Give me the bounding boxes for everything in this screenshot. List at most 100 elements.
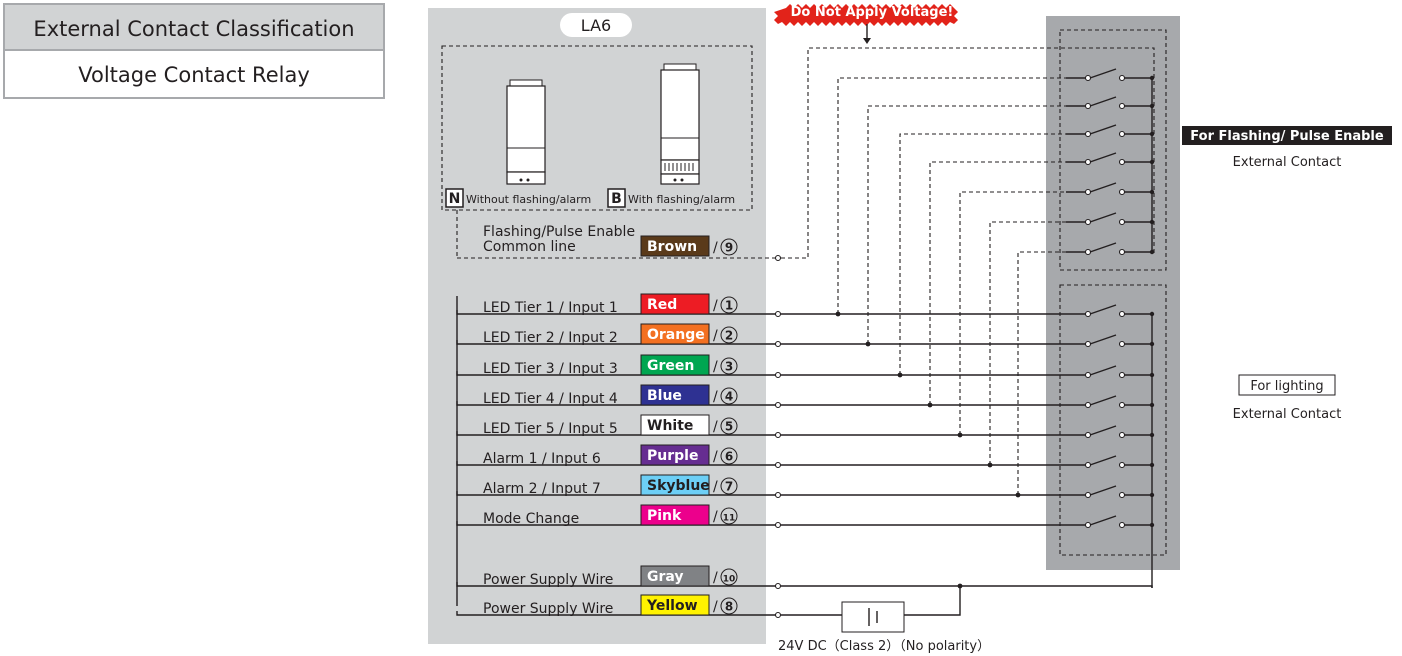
wire-terminal-7: [774, 491, 782, 499]
wire-number: 2: [725, 329, 733, 343]
wire-color-name: White: [647, 418, 693, 434]
flash-feeder-2: [867, 105, 1066, 344]
wire-terminal-1: [774, 310, 782, 318]
flash-contact-box: [1059, 29, 1167, 271]
variant-b-code: B: [611, 191, 622, 207]
variant-b-label: With flashing/alarm: [628, 193, 735, 206]
lighting-contact-title-box: [1238, 374, 1336, 396]
gray-to-bus: [781, 585, 1153, 588]
wire-number: 3: [725, 360, 733, 374]
light-switch-8: [1066, 515, 1155, 529]
common-line-label-2: Common line: [483, 239, 576, 255]
flash-switch-4: [1066, 152, 1155, 166]
wire-number-circle: [720, 326, 738, 344]
wire-number: 4: [725, 390, 733, 404]
wire-label: LED Tier 4 / Input 4: [483, 391, 618, 407]
wire-number-separator: /: [713, 599, 718, 615]
wire-color-swatch: [640, 594, 710, 616]
wire-color-tag: Orange/2: [640, 323, 738, 345]
device-name: LA6: [581, 16, 611, 35]
light-switch-1: [1066, 304, 1155, 318]
wire-number: 6: [725, 450, 733, 464]
wire-color-swatch: [640, 444, 710, 466]
gray-to-battery: [877, 586, 961, 616]
wire-color-tag: Green / 3: [640, 354, 738, 376]
classification-table: External Contact Classification Voltage …: [3, 3, 385, 99]
variant-box: [441, 45, 753, 211]
wire-color-swatch: [640, 235, 710, 257]
classification-value-cell: [3, 49, 385, 99]
warning-arrowhead: [863, 38, 871, 44]
wire-number-separator: /: [713, 449, 718, 465]
wire-color-name: Skyblue: [647, 478, 710, 494]
power-supply-label: 24V DC（Class 2）（No polarity）: [778, 639, 990, 654]
wire-number-circle: [720, 238, 738, 256]
wire-number-circle: [720, 417, 738, 435]
wire-number-circle: [720, 597, 738, 615]
junction-6: [987, 462, 993, 468]
light-switch-3: [1066, 365, 1155, 379]
flash-switch-5: [1066, 182, 1155, 196]
wire-number-separator: /: [713, 359, 718, 375]
wire-color-swatch: [640, 414, 710, 436]
wire-label: Mode Change: [483, 511, 579, 527]
wire-number-circle: [720, 357, 738, 375]
flash-feeder-1: [837, 77, 1066, 314]
warning-text: Do Not Apply Voltage!: [791, 5, 954, 20]
wire-color-tag: Pink / 11: [640, 504, 738, 526]
wire-number-circle: [720, 387, 738, 405]
variant-b-code-box: [607, 188, 626, 208]
power-wire-label: Power Supply Wire: [483, 572, 613, 588]
power-wire-label: Power Supply Wire: [483, 601, 613, 617]
wire-number-circle: [720, 296, 738, 314]
classification-header-cell: [3, 3, 385, 51]
flash-feeder-5: [959, 191, 1066, 435]
junction-1: [835, 311, 841, 317]
flash-feeder-4: [929, 161, 1066, 405]
common-wire-terminal: [774, 254, 782, 262]
wire-number-separator: /: [713, 328, 718, 344]
wire-label: LED Tier 2 / Input 2: [483, 330, 618, 346]
tower-light-with-flashing: [660, 63, 700, 185]
wire-color-name: Blue: [647, 388, 682, 404]
wire-number: 11: [723, 514, 736, 524]
wire-color-name: Purple: [647, 448, 698, 464]
flash-contact-title: For Flashing/ Pulse Enable: [1190, 129, 1384, 144]
power-terminal-2: [774, 611, 782, 619]
wire-number-separator: /: [713, 509, 718, 525]
wire-color-swatch: [640, 474, 710, 496]
wire-color-name: Green: [647, 358, 694, 374]
wire-color-tag: Skyblue/7: [640, 474, 738, 496]
wire-number-separator: /: [713, 570, 718, 586]
flash-contact-subtitle: External Contact: [1233, 155, 1342, 170]
wire-number-separator: /: [713, 298, 718, 314]
wire-color-tag: Yellow/8: [640, 594, 738, 616]
light-switch-2: [1066, 334, 1155, 348]
flash-feeder-6: [989, 221, 1066, 465]
device-panel: [428, 8, 766, 644]
wire-label: LED Tier 5 / Input 5: [483, 421, 618, 437]
common-line-label-1: Flashing/Pulse Enable: [483, 224, 635, 240]
wire-color-name: Pink: [647, 508, 682, 524]
wire-number: 1: [725, 299, 733, 313]
wire-terminal-2: [774, 340, 782, 348]
flash-switch-1: [1066, 68, 1155, 82]
variant-n-code-box: [445, 188, 464, 208]
variant-n-code: N: [449, 191, 461, 207]
wire-terminal-4: [774, 401, 782, 409]
wire-color-swatch: [640, 323, 710, 345]
junction-4: [927, 402, 933, 408]
tower-light-without-flashing: [506, 79, 546, 185]
classification-value: Voltage Contact Relay: [78, 63, 310, 87]
classification-header: External Contact Classification: [33, 17, 354, 41]
wire-number-separator: /: [713, 419, 718, 435]
flash-switch-3: [1066, 124, 1155, 138]
wire-number-circle: [720, 568, 738, 586]
wire-color-swatch: [640, 354, 710, 376]
wire-color-tag: Brown/9: [640, 235, 738, 257]
wire-number: 5: [725, 420, 733, 434]
junction-3: [897, 372, 903, 378]
battery-symbol: [841, 601, 905, 633]
wire-label: Alarm 2 / Input 7: [483, 481, 601, 497]
